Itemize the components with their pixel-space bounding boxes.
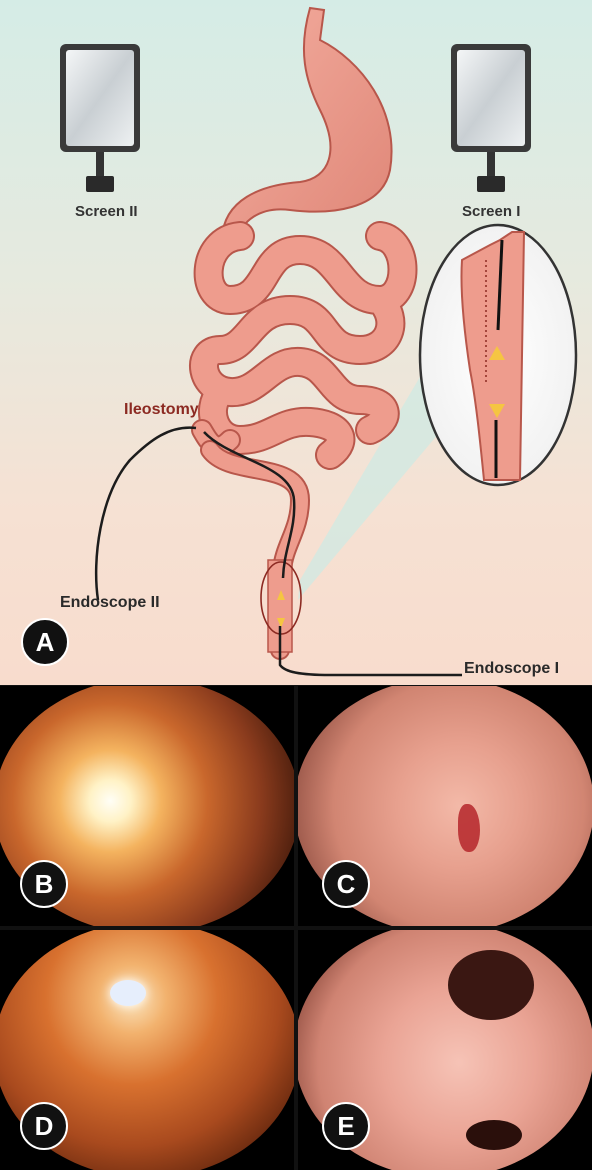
arrow-up-small [277, 590, 285, 600]
inset-magnified-view [418, 223, 578, 487]
endoscope-ii-cable [94, 426, 197, 601]
panel-a-schematic: Screen II Screen I Ileostomy Endoscope I… [0, 0, 592, 685]
screen-ii-label: Screen II [75, 203, 138, 220]
panel-e-badge: E [322, 1102, 370, 1150]
endoscope-light-tip [110, 980, 146, 1006]
dark-lumen-opening [448, 950, 534, 1020]
screen-ii-monitor [60, 44, 140, 192]
screen-i-label: Screen I [462, 203, 521, 220]
panel-e-endoscopy: E [298, 930, 592, 1170]
panel-c-endoscopy: C [298, 686, 592, 926]
panel-b-badge: B [20, 860, 68, 908]
arrow-down-small [277, 618, 285, 628]
stomach [220, 6, 393, 242]
zoom-projection [298, 360, 450, 600]
dark-lumen-distal [466, 1120, 522, 1150]
endoscope-ii-inside [203, 431, 296, 579]
anatomy-diagram [60, 6, 578, 677]
endoscope-i-cable [278, 626, 462, 677]
endoscope-i-label: Endoscope I [464, 660, 560, 677]
panel-c-badge: C [322, 860, 370, 908]
panel-a-badge: A [21, 618, 69, 666]
mucosal-lesion [458, 804, 480, 852]
panel-d-endoscopy: D [0, 930, 294, 1170]
screen-i-monitor [451, 44, 531, 192]
ileostomy-label: Ileostomy [124, 401, 199, 418]
panel-b-endoscopy: B [0, 686, 294, 926]
endoscope-ii-label: Endoscope II [60, 594, 160, 611]
panel-d-badge: D [20, 1102, 68, 1150]
